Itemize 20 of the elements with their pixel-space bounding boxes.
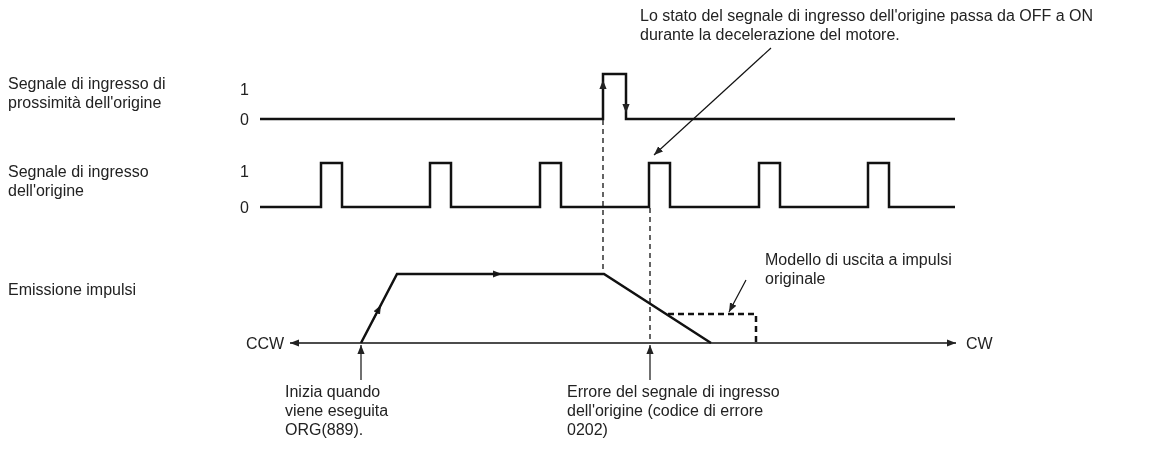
level-label: 0 [240,110,249,129]
leader-line [653,47,772,156]
direction-label: CW [966,334,993,353]
waveform-drawing [260,161,955,209]
signal-name: Emissione impulsi [8,280,137,299]
level-label: 1 [240,162,249,181]
signal-name: Segnale di ingresso di prossimità dell'origine [8,74,167,112]
leader-line [357,344,365,381]
note-text: Lo stato del segnale di ingresso dell'origine passa da OFF a ON durante la decelerazione del motore. [640,6,1110,44]
pulse-profile-drawing [359,272,712,345]
signal-name: Segnale di ingresso dell'origine [8,162,150,200]
callout-text: Errore del segnale di ingresso dell'origine (codice di errore 0202) [567,382,807,439]
level-label: 0 [240,198,249,217]
callout-text: Modello di uscita a impulsi originale [765,250,965,288]
leader-line [646,344,654,381]
callout-text: Inizia quando viene eseguita ORG(889). [285,382,405,439]
dashed-profile-drawing [668,312,758,343]
direction-label: CCW [246,334,285,353]
level-label: 1 [240,80,249,99]
leader-line [728,279,747,313]
